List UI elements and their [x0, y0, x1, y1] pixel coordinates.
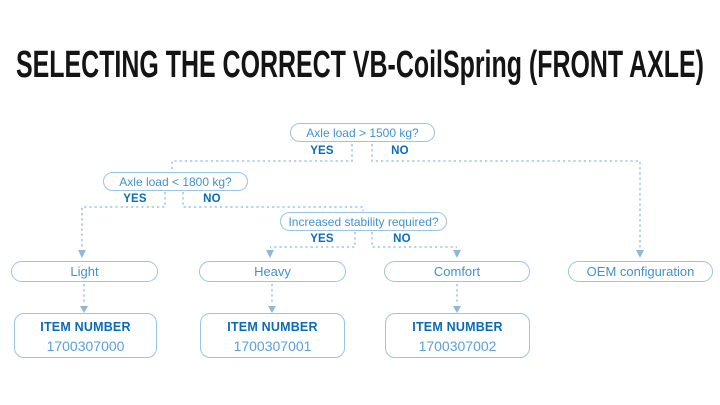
arrow-to-item-1 — [80, 306, 88, 313]
arrow-to-heavy — [266, 250, 274, 258]
decision-axle-load-1800: Axle load < 1800 kg? — [103, 172, 248, 191]
page-title-text: SELECTING THE CORRECT VB-CoilSpring (FRO… — [16, 44, 704, 86]
item-box-light-number: 1700307000 — [46, 337, 125, 354]
decision-increased-stability-label: Increased stability required? — [288, 214, 439, 229]
connector-d3-no — [371, 232, 457, 248]
item-box-comfort: ITEM NUMBER 1700307002 — [385, 313, 530, 358]
arrow-to-comfort — [453, 250, 461, 258]
arrow-to-item-2 — [268, 306, 276, 313]
outcome-light-label: Light — [70, 264, 99, 279]
arrow-to-light — [78, 250, 86, 258]
decision-1-yes-label: YES — [310, 145, 334, 157]
decision-axle-load-1800-label: Axle load < 1800 kg? — [119, 174, 232, 189]
item-box-comfort-number: 1700307002 — [418, 337, 497, 354]
outcome-oem-configuration: OEM configuration — [568, 261, 713, 282]
decision-2-yes-label: YES — [123, 193, 147, 205]
page-title: SELECTING THE CORRECT VB-CoilSpring (FRO… — [14, 40, 708, 90]
outcome-oem-configuration-label: OEM configuration — [586, 264, 695, 279]
outcome-heavy-label: Heavy — [254, 264, 291, 279]
arrow-to-oem — [636, 250, 644, 258]
item-box-heavy-heading: ITEM NUMBER — [227, 320, 318, 334]
arrow-to-item-3 — [453, 306, 461, 313]
outcome-comfort-label: Comfort — [433, 264, 481, 279]
outcome-light: Light — [11, 261, 158, 282]
decision-2-no-label: NO — [203, 193, 221, 205]
decision-3-no-label: NO — [393, 233, 411, 245]
decision-increased-stability: Increased stability required? — [280, 212, 447, 231]
item-box-heavy: ITEM NUMBER 1700307001 — [200, 313, 345, 358]
connector-d2-no — [182, 192, 364, 211]
item-box-light: ITEM NUMBER 1700307000 — [14, 313, 157, 358]
connector-d1-no — [371, 144, 641, 249]
decision-axle-load-1500-label: Axle load > 1500 kg? — [306, 125, 419, 140]
outcome-heavy: Heavy — [199, 261, 346, 282]
item-box-light-heading: ITEM NUMBER — [40, 320, 131, 334]
decision-1-no-label: NO — [391, 145, 409, 157]
outcome-comfort: Comfort — [384, 261, 530, 282]
item-box-heavy-number: 1700307001 — [233, 337, 312, 354]
item-box-comfort-heading: ITEM NUMBER — [412, 320, 503, 334]
decision-3-yes-label: YES — [310, 233, 334, 245]
decision-axle-load-1500: Axle load > 1500 kg? — [290, 123, 435, 142]
